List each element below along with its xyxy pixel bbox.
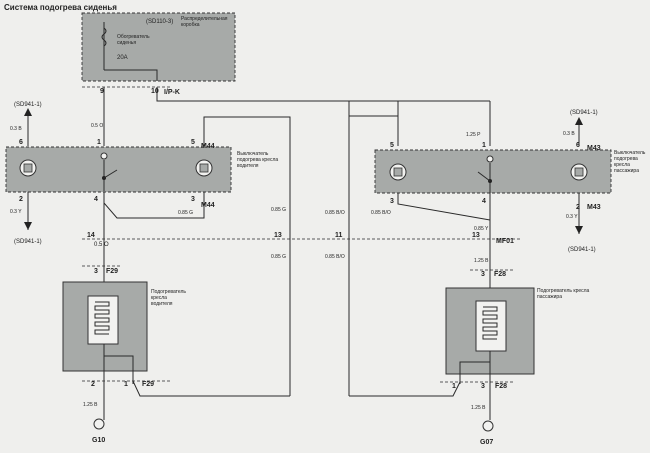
pin-4-driver: 4 (94, 196, 98, 203)
connector-f29-bottom: F29 (142, 381, 154, 388)
heater-element-icon (475, 300, 507, 352)
arrow-up-icon (24, 108, 32, 116)
ground-g07: G07 (480, 439, 493, 446)
driver-switch-outline (5, 146, 232, 193)
pass-switch-label-3: кресла (614, 162, 630, 168)
wire-driver-ground: 1.25 B (83, 402, 98, 408)
driver-heater-label-3: водителя (151, 301, 173, 307)
ref-right-top: (SD941-1) (570, 110, 598, 116)
pin-1-pass: 1 (482, 142, 486, 149)
connector-m44-top: M44 (201, 143, 215, 150)
pin-13a: 13 (274, 232, 282, 239)
wire-pass-mid: 1.25 B (474, 258, 489, 264)
wire-left-bottom: 0.3 Y (10, 209, 22, 215)
pin-1-f29: 1 (124, 381, 128, 388)
pin-13b: 13 (472, 232, 480, 239)
ref-right-bottom: (SD941-1) (568, 247, 596, 253)
passenger-switch: Выключатель подогрева кресла пассажира (374, 149, 646, 194)
fuse-icon (101, 27, 107, 47)
pin-11: 11 (335, 232, 343, 239)
fuse-label-1: Обогреватель (117, 34, 150, 40)
wire-long-b: 0.85 G (271, 254, 286, 260)
wire-m44-3: 0.85 G (178, 210, 193, 216)
passenger-heater: Подогреватель кресла пассажира (445, 287, 590, 375)
connector-f28-bottom: F28 (495, 383, 507, 390)
connector-ip-k: I/P-K (164, 89, 180, 96)
arrow-up-icon (575, 117, 583, 125)
ground-icon (482, 420, 494, 432)
fuse-box-ref: (SD110-3) (146, 19, 173, 25)
pass-switch-label-2: подогрева (614, 156, 638, 162)
driver-heater: Подогреватель кресла водителя (62, 281, 186, 372)
connector-f28-top: F28 (494, 271, 506, 278)
driver-switch-label-2: подогрева кресла (237, 157, 278, 163)
wire-left-top: 0.3 B (10, 126, 22, 132)
pin-3-driver: 3 (191, 196, 195, 203)
switch-contact-icon (477, 171, 491, 182)
pin-4-pass: 4 (482, 198, 486, 205)
wire-long-a: 0.85 G (271, 207, 286, 213)
pass-heater-label-1: Подогреватель кресла (537, 288, 590, 294)
driver-heater-label-1: Подогреватель (151, 289, 186, 295)
wire-pass-2: 0.85 Y (474, 226, 489, 232)
ref-left-top: (SD941-1) (14, 102, 42, 108)
fuse-label-2: сиденья (117, 40, 136, 46)
wire-pass-a: 0.85 B/O (325, 210, 345, 216)
wire-right-bottom: 0.3 Y (566, 214, 578, 220)
pin-6-pass: 6 (576, 142, 580, 149)
pin-2-f29: 2 (91, 381, 95, 388)
ground-icon (93, 418, 105, 430)
arrow-down-icon (24, 222, 32, 230)
fuse-rating: 20A (117, 55, 128, 61)
wire-pass-3: 0.85 B/O (371, 210, 391, 216)
ground-g10: G10 (92, 437, 105, 444)
switch-led-icon (100, 152, 108, 160)
pass-heater-label-2: пассажира (537, 294, 562, 300)
wire-right-top: 0.3 B (563, 131, 575, 137)
fuse-box-label-2: коробка (181, 22, 200, 28)
pin-10: 10 (151, 88, 159, 95)
pin-1-f28: 1 (452, 383, 456, 390)
connector-f29-top: F29 (106, 268, 118, 275)
pin-14: 14 (87, 232, 95, 239)
driver-switch-label-3: водителя (237, 163, 259, 169)
driver-switch-label-1: Выключатель (237, 151, 269, 157)
pin-2-driver: 2 (19, 196, 23, 203)
diagram-title: Система подогрева сиденья (4, 3, 117, 12)
connector-m44-bottom: M44 (201, 202, 215, 209)
pin-9: 9 (100, 88, 104, 95)
heater-element-icon (87, 295, 119, 345)
pass-switch-label-4: пассажира (614, 168, 639, 174)
pin-5-driver: 5 (191, 139, 195, 146)
wire-driver-heater: 0.5 O (94, 242, 109, 248)
pin-6-left: 6 (19, 139, 23, 146)
connector-m43-bottom: M43 (587, 204, 601, 211)
connector-m43-top: M43 (587, 145, 601, 152)
wire-pass-ground: 1.25 B (471, 405, 486, 411)
pin-1-driver: 1 (97, 139, 101, 146)
wire-fuse-out: 0.5 O (91, 123, 103, 129)
ref-left-bottom: (SD941-1) (14, 239, 42, 245)
pin-3-pass: 3 (390, 198, 394, 205)
pin-3-f28-bottom: 3 (481, 383, 485, 390)
driver-heater-label-2: кресла (151, 295, 167, 301)
fuse-box-label-1: Распределительная (181, 16, 228, 22)
pin-3-f28: 3 (481, 271, 485, 278)
pin-3-f29: 3 (94, 268, 98, 275)
arrow-down-icon (575, 226, 583, 234)
switch-led-icon (486, 155, 494, 163)
wire-pass-feed: 1.25 P (466, 132, 481, 138)
driver-switch: Выключатель подогрева кресла водителя (5, 146, 278, 193)
pass-switch-label-1: Выключатель (614, 150, 646, 156)
pin-5-pass: 5 (390, 142, 394, 149)
pin-2-pass: 2 (576, 204, 580, 211)
fuse-box: (SD110-3) Распределительная коробка Обог… (81, 12, 236, 82)
connector-mf01: MF01 (496, 238, 514, 245)
wire-pass-b: 0.85 B/O (325, 254, 345, 260)
switch-contact-icon (103, 169, 118, 179)
